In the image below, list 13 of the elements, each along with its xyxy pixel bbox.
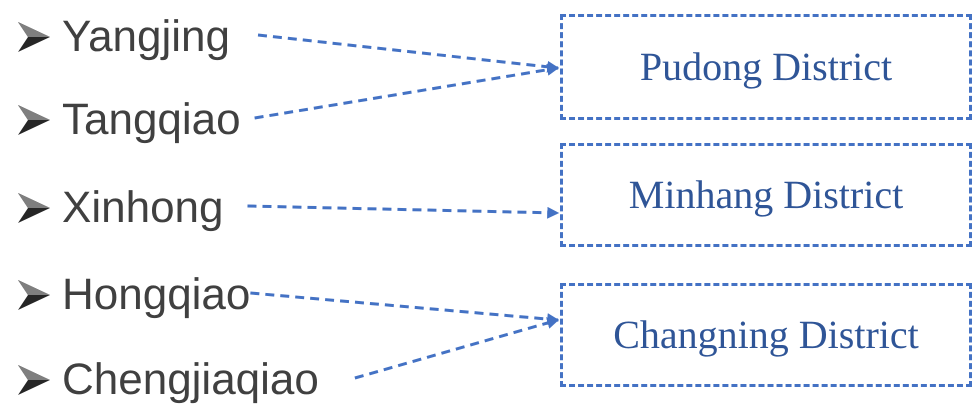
- district-box: Pudong District: [560, 14, 972, 120]
- place-name: Xinhong: [62, 182, 224, 234]
- dashed-arrow: [254, 64, 560, 120]
- place-name: Hongqiao: [62, 269, 250, 321]
- district-box: Minhang District: [560, 143, 972, 247]
- place-name: Tangqiao: [62, 94, 241, 146]
- dashed-arrow: [258, 34, 560, 73]
- place-name: Yangjing: [62, 11, 230, 63]
- place-name: Chengjiaqiao: [62, 354, 319, 406]
- district-box: Changning District: [560, 283, 972, 387]
- dashed-arrow: [247, 204, 560, 219]
- dashed-arrow: [250, 292, 560, 326]
- dashed-arrow: [354, 317, 560, 380]
